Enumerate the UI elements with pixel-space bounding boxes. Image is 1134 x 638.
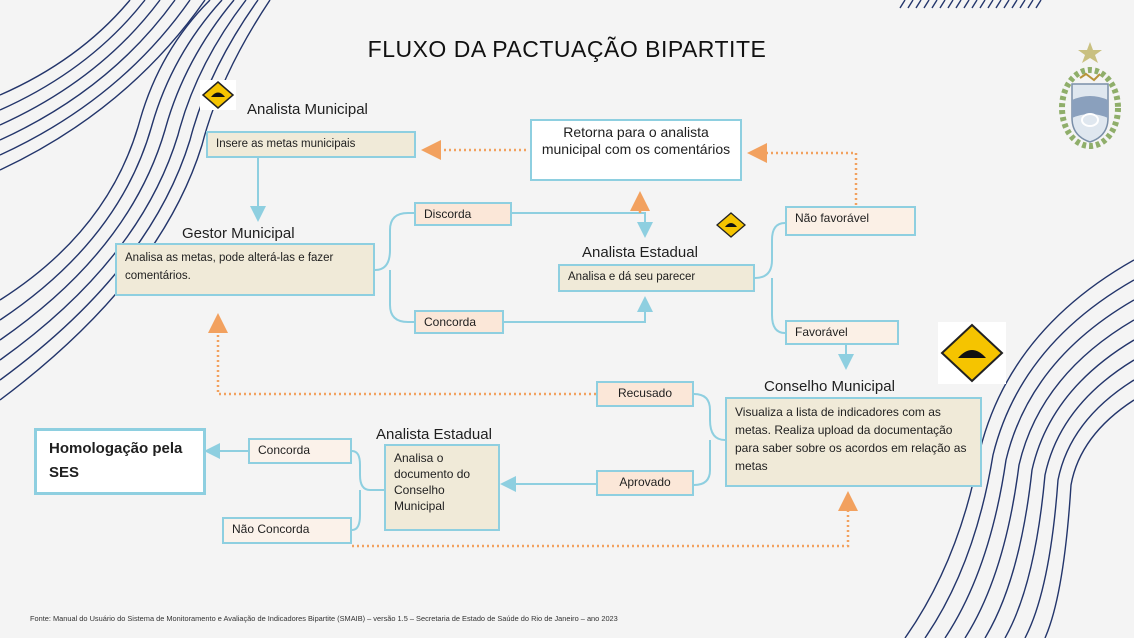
- branch-recusado: [693, 393, 726, 441]
- left-curves: [0, 0, 271, 401]
- heading-analista-estadual: Analista Estadual: [582, 244, 698, 261]
- gestor-desc-box: Analisa as metas, pode alterá-las e faze…: [115, 243, 375, 296]
- heading-analista-estadual-2: Analista Estadual: [376, 426, 492, 443]
- retorna-box: Retorna para o analista municipal com os…: [530, 119, 742, 181]
- heading-conselho-municipal: Conselho Municipal: [764, 378, 895, 395]
- branch-discorda: [374, 212, 414, 271]
- conselho-desc-box: Visualiza a lista de indicadores com as …: [725, 397, 982, 487]
- nao-concorda-box: Não Concorda: [222, 517, 352, 544]
- speed-bump-warning-icon: [716, 212, 746, 238]
- aprovado-box: Aprovado: [596, 470, 694, 496]
- recusado-to-gestor: [208, 313, 596, 396]
- heading-gestor-municipal: Gestor Municipal: [182, 225, 295, 242]
- recusado-box: Recusado: [596, 381, 694, 407]
- source-footer: Fonte: Manual do Usuário do Sistema de M…: [30, 614, 618, 623]
- insere-metas-box: Insere as metas municipais: [206, 131, 416, 158]
- heading-analista-municipal: Analista Municipal: [247, 101, 368, 118]
- coat-of-arms-icon: [1059, 42, 1121, 149]
- analisa-parecer-box: Analisa e dá seu parecer: [558, 264, 755, 292]
- speed-bump-warning-icon: [938, 322, 1006, 384]
- speed-bump-warning-icon: [200, 80, 236, 110]
- branch-nao-favoravel: [754, 222, 786, 279]
- discorda-box: Discorda: [414, 202, 512, 226]
- page-title: FLUXO DA PACTUAÇÃO BIPARTITE: [367, 36, 767, 62]
- branch-concorda-final: [351, 450, 384, 491]
- branch-aprovado: [693, 440, 711, 486]
- concorda-box: Concorda: [414, 310, 504, 334]
- nao-favoravel-box: Não favorável: [785, 206, 916, 236]
- top-right-hatch: [899, 0, 1042, 9]
- branch-nao-concorda: [351, 490, 361, 531]
- favoravel-box: Favorável: [785, 320, 899, 345]
- branch-concorda: [389, 270, 414, 323]
- nao-concorda-to-conselho: [352, 491, 858, 548]
- homologacao-box: Homologação pela SES: [34, 428, 206, 495]
- concorda-final-box: Concorda: [248, 438, 352, 464]
- nao-favoravel-to-retorna: [747, 143, 858, 205]
- discorda-to-analista: [512, 212, 653, 238]
- branch-favoravel: [771, 278, 786, 334]
- analisa-documento-box: Analisa o documento do Conselho Municipa…: [384, 444, 500, 531]
- concorda-to-analista: [504, 296, 653, 323]
